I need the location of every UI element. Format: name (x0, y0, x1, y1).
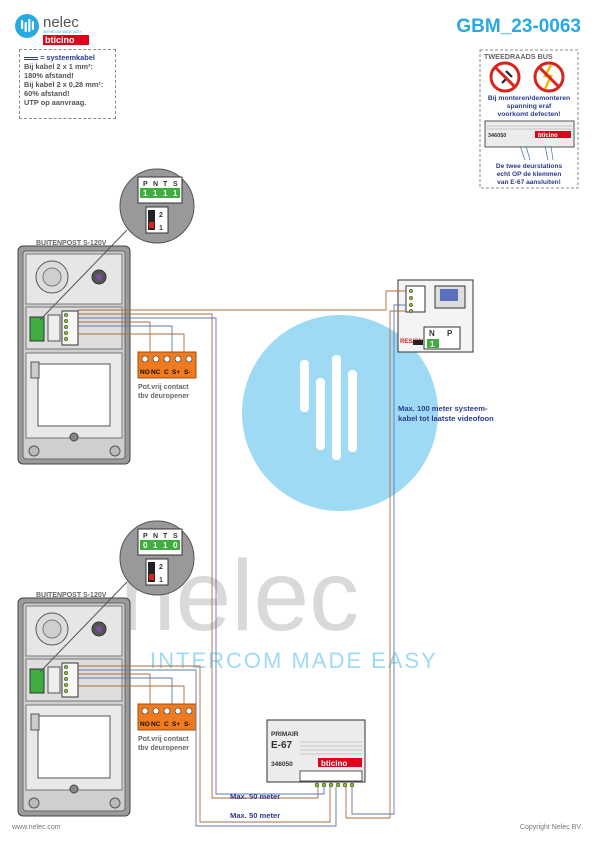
terminal-block-green (29, 316, 45, 342)
bottom-dip-label-t: T (163, 533, 168, 540)
outdoor-panel-top: BUITENPOST S-120V (17, 240, 131, 465)
logo-circle-icon (15, 14, 39, 38)
dip-zoom-bottom: P N T S 0 1 1 0 2 1 (39, 520, 195, 673)
panel-screw-icon (69, 432, 79, 442)
top-switch-label-1: 1 (159, 225, 163, 232)
videophone-dip-n: N (429, 329, 435, 338)
top-dip-label-n: N (153, 181, 158, 188)
top-dip-label-p: P (143, 181, 148, 188)
warning-msg-5: echt OP de klemmen (497, 171, 562, 178)
top-dip-label-s: S (173, 181, 178, 188)
warning-msg-6: van E-67 aansluiten! (497, 179, 561, 186)
top-dip-value-s: 1 (173, 189, 178, 198)
note-line-6: UTP op aanvraag. (24, 98, 87, 107)
distance-label-top: Max. 50 meter (230, 792, 280, 801)
bottom-dip-value-n: 1 (153, 541, 158, 550)
videophone-unit: RES/ON N P 1 Max. 100 meter systeem- kab… (397, 279, 494, 423)
warning-msg-4: De twee deurstations (496, 163, 563, 170)
power-supply-e67: PRIMAIR E-67 346050 bticino (266, 719, 366, 788)
videophone-note-2: kabel tot laatste videofoon (398, 414, 494, 423)
psu-code: 346050 (271, 761, 293, 768)
top-dip-value-p: 1 (143, 189, 148, 198)
bottom-relay-smin: S- (184, 721, 191, 728)
top-relay-smin: S- (184, 369, 191, 376)
footer-website: www.nelec.com (12, 824, 61, 831)
logo-tagline: INTERCOM MADE EASY (43, 30, 83, 34)
psu-model: E-67 (271, 740, 293, 751)
watermark-tagline: INTERCOM MADE EASY (150, 648, 438, 673)
warning-msg-2: spanning eraf (507, 103, 552, 110)
relay-top: NO NC C S+ S- Pot.vrij contact tbv deuro… (137, 351, 197, 400)
logo-brand: bticino (45, 35, 75, 45)
psu-brand: bticino (321, 759, 347, 768)
watermark-bars (300, 355, 357, 460)
bottom-switch-label-1: 1 (159, 577, 163, 584)
bottom-relay-nc: NC (151, 721, 161, 728)
document-code: GBM_23-0063 (456, 16, 581, 37)
outdoor-panel-bottom: BUITENPOST S-120V (17, 592, 131, 817)
panel-screw-icon (69, 784, 79, 794)
top-dip-value-n: 1 (153, 189, 158, 198)
top-relay-no: NO (140, 369, 150, 376)
psu-label: PRIMAIR (271, 731, 299, 738)
dip-zoom-top: P N T S 1 1 1 1 2 1 (39, 168, 195, 321)
no-plug-icon (489, 61, 521, 93)
logo-name: nelec (43, 14, 79, 31)
warning-box: TWEEDRAADS BUS Bij monteren/demonteren s… (479, 49, 579, 189)
bottom-dip-value-p: 0 (143, 541, 148, 550)
bottom-dip-label-s: S (173, 533, 178, 540)
top-relay-label-2: tbv deuropener (138, 393, 189, 400)
panel-top-title: BUITENPOST S-120V (36, 240, 107, 247)
top-relay-c: C (164, 369, 169, 376)
bottom-dip-label-p: P (143, 533, 148, 540)
bottom-dip-value-s: 0 (173, 541, 178, 550)
bottom-relay-label-2: tbv deuropener (138, 745, 189, 752)
note-line-2: Bij kabel 2 x 1 mm²: (24, 62, 94, 71)
videophone-term-label: RES/ON (400, 339, 423, 345)
note-line-1: = systeemkabel (40, 53, 95, 62)
bottom-dip-label-n: N (153, 533, 158, 540)
nelec-logo: nelec INTERCOM MADE EASY bticino (14, 12, 124, 51)
videophone-dip-p: P (447, 329, 453, 338)
videophone-dip-value: 1 (430, 340, 435, 349)
videophone-note-1: Max. 100 meter systeem- (398, 404, 488, 413)
terminal-block-green (29, 668, 45, 694)
distance-label-bottom: Max. 50 meter (230, 811, 280, 820)
note-line-4: Bij kabel 2 x 0,28 mm²: (24, 80, 104, 89)
bottom-relay-c: C (164, 721, 169, 728)
module-mini: 346050 bticino (484, 120, 575, 161)
bottom-relay-splus: S+ (172, 721, 180, 728)
warning-msg-3: voorkomt defecten! (497, 111, 560, 118)
footer-copyright: Copyright Nelec BV (519, 824, 581, 831)
wiring (78, 290, 406, 827)
top-switch-label-2: 2 (159, 212, 163, 219)
top-relay-nc: NC (151, 369, 161, 376)
cable-notes: = systeemkabel Bij kabel 2 x 1 mm²: 180%… (19, 49, 116, 119)
module-code: 346050 (488, 133, 506, 139)
note-line-5: 60% afstand! (24, 89, 70, 98)
bottom-relay-no: NO (140, 721, 150, 728)
bottom-relay-label-1: Pot.vrij contact (138, 736, 189, 743)
warning-title: TWEEDRAADS BUS (484, 52, 553, 61)
no-voltage-icon (533, 61, 565, 93)
warning-msg-1: Bij monteren/demonteren (488, 95, 570, 102)
note-line-3: 180% afstand! (24, 71, 74, 80)
top-relay-label-1: Pot.vrij contact (138, 384, 189, 391)
top-dip-value-t: 1 (163, 189, 168, 198)
panel-bottom-title: BUITENPOST S-120V (36, 592, 107, 599)
bottom-dip-value-t: 1 (163, 541, 168, 550)
top-dip-label-t: T (163, 181, 168, 188)
relay-bottom: NO NC C S+ S- Pot.vrij contact tbv deuro… (137, 703, 197, 752)
module-brand: bticino (538, 133, 558, 139)
top-relay-splus: S+ (172, 369, 180, 376)
bottom-switch-label-2: 2 (159, 564, 163, 571)
